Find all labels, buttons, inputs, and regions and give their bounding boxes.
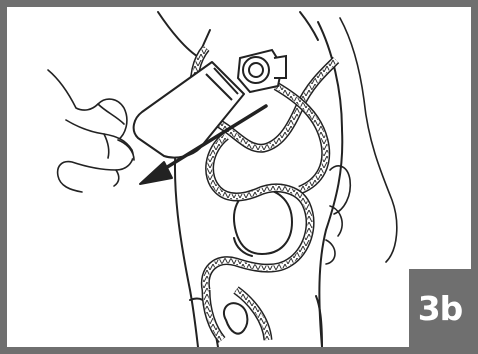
knee-brace-illustration [7,7,471,347]
hinge-icon [238,50,286,92]
illustration-panel [7,7,471,347]
hand-icon [48,70,134,192]
right-hand-icon [326,18,397,264]
step-badge: 3b [409,269,471,347]
strap-tab-icon [134,62,244,158]
lower-pad-icon [224,303,247,334]
